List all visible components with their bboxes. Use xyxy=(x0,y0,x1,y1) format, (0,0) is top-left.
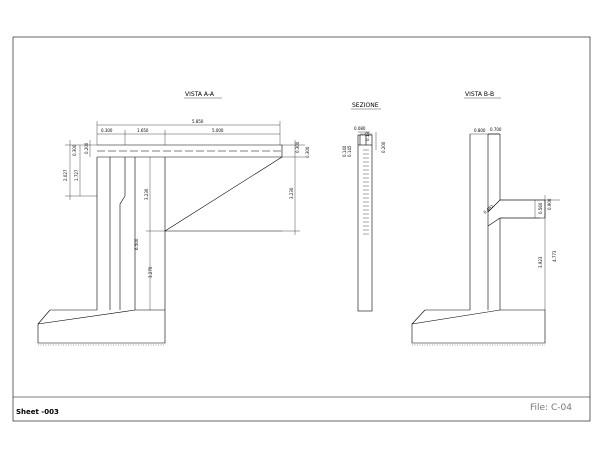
dim-bb-slope: 0.482 xyxy=(482,203,494,214)
file-label: File: C-04 xyxy=(530,403,572,413)
dim-aa-right-v3: 3.230 xyxy=(289,187,294,199)
dim-sez-d5: 0.200 xyxy=(381,141,386,153)
dim-aa-right-v2: 0.300 xyxy=(305,146,310,158)
view-aa: VISTA A-A 5.850 0.300 1.650 5.000 0.300 … xyxy=(37,91,310,346)
dim-aa-top-total: 5.850 xyxy=(192,119,204,124)
dim-aa-left-v4: 1.727 xyxy=(74,169,79,181)
section-view: SEZIONE 0.080 0.140 0.145 0.13 0.200 xyxy=(342,102,386,312)
dim-aa-seg3: 5.000 xyxy=(212,128,224,133)
dim-sez-d3: 0.145 xyxy=(347,145,352,157)
title-vista-bb: VISTA B-B xyxy=(465,91,494,98)
dim-bb-top1: 0.800 xyxy=(474,128,486,133)
dim-sez-d4: 0.13 xyxy=(365,132,370,141)
view-bb: VISTA B-B 0.800 0.700 0.482 0.560 0.900 … xyxy=(411,91,560,346)
dim-aa-left-v3: 2.027 xyxy=(63,169,68,181)
dim-aa-seg1: 0.300 xyxy=(101,128,113,133)
dim-aa-left-v1: 0.300 xyxy=(72,144,77,156)
dim-bb-top2: 0.700 xyxy=(490,127,502,132)
dim-aa-mid-v2: 6.500 xyxy=(134,238,139,250)
dim-aa-mid-v3: 3.270 xyxy=(148,266,153,278)
dim-bb-v1: 0.560 xyxy=(538,202,543,214)
sheet-border xyxy=(12,36,591,422)
dim-aa-left-v2: 0.200 xyxy=(84,142,89,154)
dim-aa-mid-v1: 3.230 xyxy=(144,188,149,200)
dim-bb-v4: 4.773 xyxy=(552,250,557,262)
title-vista-aa: VISTA A-A xyxy=(185,91,215,98)
dim-sez-d1: 0.080 xyxy=(354,126,366,131)
dim-bb-v3: 3.923 xyxy=(538,256,543,268)
dim-sez-d2: 0.140 xyxy=(342,145,347,157)
dim-aa-seg2: 1.650 xyxy=(137,128,149,133)
title-sezione: SEZIONE xyxy=(352,102,379,109)
dim-aa-right-v1: 0.300 xyxy=(295,141,300,153)
sheet-label: Sheet -003 xyxy=(16,408,59,416)
dim-bb-v2: 0.900 xyxy=(547,198,552,210)
